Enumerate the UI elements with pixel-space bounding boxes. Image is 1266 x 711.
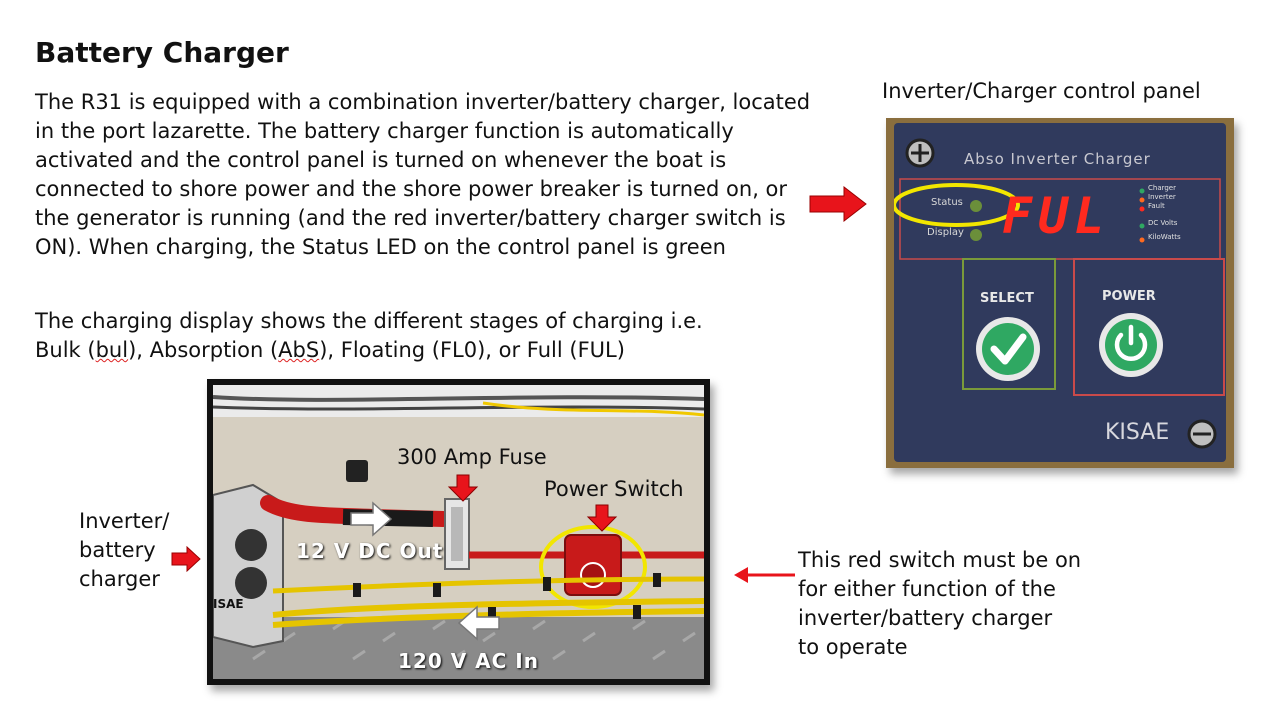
- stage-bul: bul: [95, 338, 129, 362]
- dc-out-label: 12 V DC Out: [296, 539, 444, 563]
- switch-note-line3: inverter/battery charger: [798, 606, 1053, 630]
- stages-text-a: Bulk (: [35, 338, 96, 362]
- select-label: SELECT: [980, 291, 1034, 306]
- power-label: POWER: [1102, 289, 1156, 304]
- charging-stages-paragraph: The charging display shows the different…: [35, 307, 825, 365]
- intro-paragraph: The R31 is equipped with a combination i…: [35, 90, 811, 259]
- stages-text-b: ), Absorption (: [128, 338, 279, 362]
- lazarette-graphics: [213, 385, 704, 679]
- panel-caption: Inverter/Charger control panel: [882, 79, 1201, 103]
- switch-note: This red switch must be on for either fu…: [798, 546, 1128, 662]
- thin-red-arrow-icon: [734, 567, 795, 583]
- lazarette-photo: 300 Amp Fuse Power Switch 12 V DC Out 12…: [207, 379, 710, 685]
- legend-dc-volts: DC Volts: [1148, 219, 1178, 227]
- ac-in-label: 120 V AC In: [398, 649, 539, 673]
- legend-fault: Fault: [1148, 202, 1165, 210]
- charger-brand: ISAE: [213, 597, 244, 611]
- stage-abs: AbS: [278, 338, 320, 362]
- inverter-label-line1: Inverter/: [79, 509, 170, 533]
- control-panel-photo: Abso Inverter Charger Status Display FUL…: [886, 118, 1234, 468]
- panel-graphics: [894, 138, 1225, 449]
- legend-kilowatts: KiloWatts: [1148, 233, 1181, 241]
- inverter-label-line3: charger: [79, 567, 160, 591]
- switch-note-line4: to operate: [798, 635, 908, 659]
- legend-charger: Charger: [1148, 184, 1176, 192]
- led-readout: FUL: [1002, 187, 1111, 245]
- display-label: Display: [927, 227, 964, 238]
- switch-label: Power Switch: [544, 477, 684, 501]
- lazarette-scene: 300 Amp Fuse Power Switch 12 V DC Out 12…: [213, 385, 704, 679]
- inverter-label: Inverter/ battery charger: [79, 507, 169, 594]
- inverter-label-line2: battery: [79, 538, 156, 562]
- stages-intro: The charging display shows the different…: [35, 309, 703, 333]
- red-arrow-icon: [809, 186, 867, 222]
- control-panel-face: Abso Inverter Charger Status Display FUL…: [894, 123, 1226, 462]
- status-label: Status: [931, 197, 963, 208]
- indicator-legend: Charger Inverter Fault DC Volts KiloWatt…: [1148, 184, 1181, 242]
- stages-text-c: ), Floating (FL0), or Full (FUL): [319, 338, 625, 362]
- red-arrow-icon: [171, 546, 201, 572]
- slide-title: Battery Charger: [35, 36, 289, 69]
- fuse-label: 300 Amp Fuse: [397, 445, 547, 469]
- switch-note-line1: This red switch must be on: [798, 548, 1082, 572]
- panel-brand: Abso Inverter Charger: [964, 150, 1151, 168]
- switch-note-line2: for either function of the: [798, 577, 1056, 601]
- maker-logo: KISAE: [1105, 420, 1170, 445]
- legend-inverter: Inverter: [1148, 193, 1176, 201]
